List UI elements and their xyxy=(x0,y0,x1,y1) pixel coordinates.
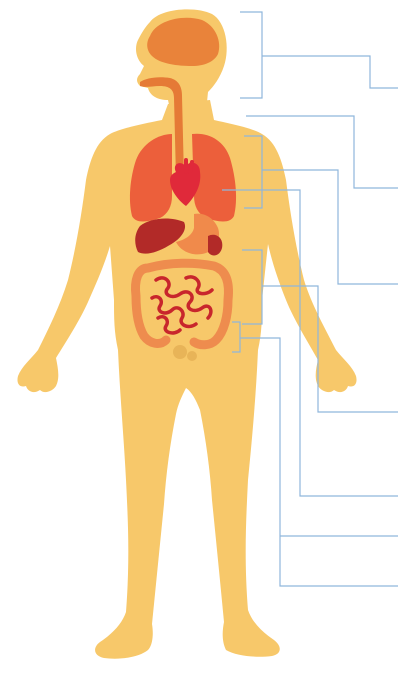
body-silhouette xyxy=(17,9,356,658)
leader-line-brain xyxy=(240,12,398,98)
